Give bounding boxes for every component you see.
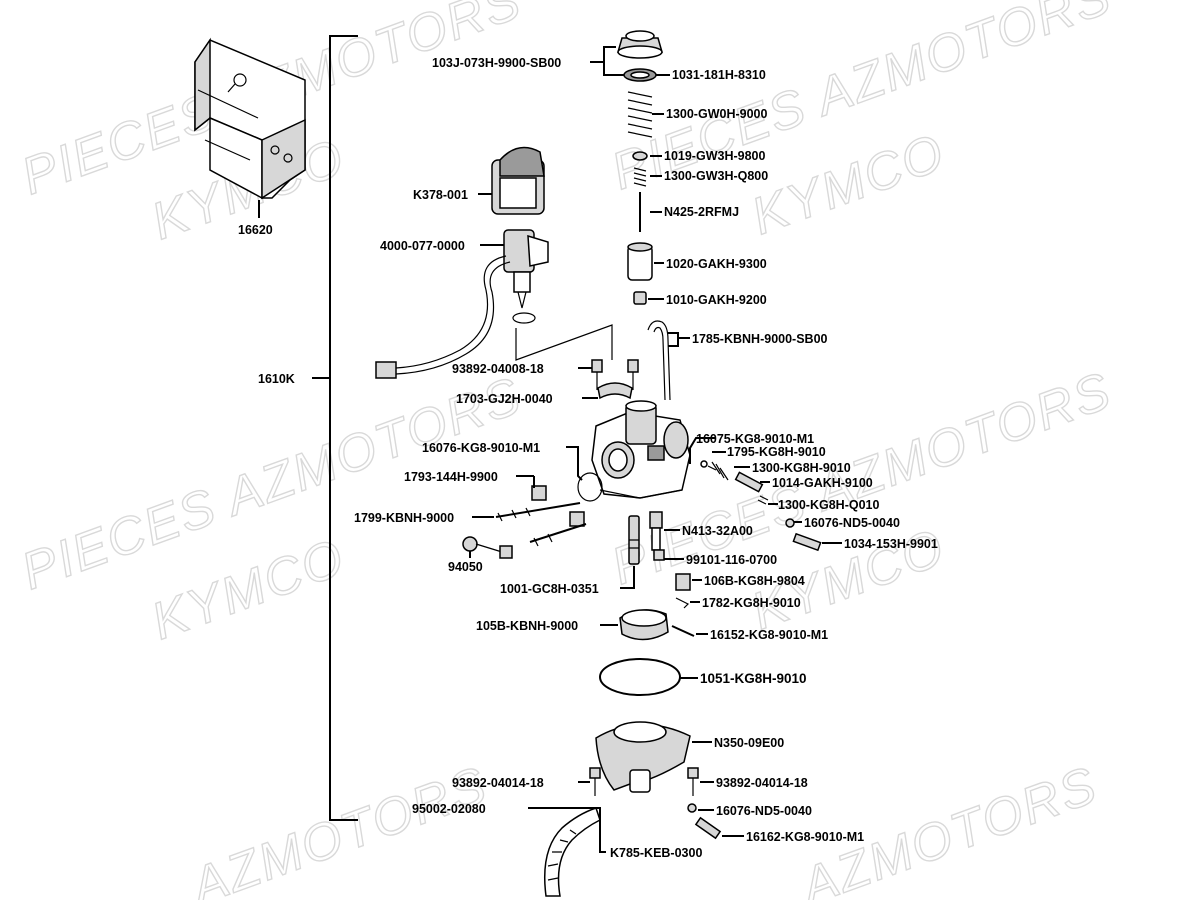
label-1010-gakh-9200: 1010-GAKH-9200 bbox=[666, 293, 767, 307]
label-k378-001: K378-001 bbox=[413, 188, 468, 202]
part-right-screws: 16075-KG8-9010-M1 1795-KG8H-9010 1300-KG… bbox=[689, 432, 938, 552]
label-93892-04008-18: 93892-04008-18 bbox=[452, 362, 544, 376]
label-1019-gw3h-9800: 1019-GW3H-9800 bbox=[664, 149, 765, 163]
watermark-text: AZMOTORS bbox=[791, 756, 1105, 900]
part-float: 105B-KBNH-9000 16152-KG8-9010-M1 bbox=[476, 609, 828, 642]
label-4000-077-0000: 4000-077-0000 bbox=[380, 239, 465, 253]
label-1795-kg8h-9010: 1795-KG8H-9010 bbox=[727, 445, 826, 459]
label-k785-keb-0300: K785-KEB-0300 bbox=[610, 846, 702, 860]
label-1300-kg8h-q010: 1300-KG8H-Q010 bbox=[778, 498, 879, 512]
part-carburetor-body: 16076-KG8-9010-M1 bbox=[422, 400, 691, 502]
label-16162-kg8-9010-m1: 16162-KG8-9010-M1 bbox=[746, 830, 864, 844]
label-16075-kg8-9010-m1: 16075-KG8-9010-M1 bbox=[696, 432, 814, 446]
label-1782-kg8h-9010: 1782-KG8H-9010 bbox=[702, 596, 801, 610]
label-1610k: 1610K bbox=[258, 372, 295, 386]
assembly-bracket: 1610K bbox=[258, 35, 358, 821]
label-1703-gj2h-0040: 1703-GJ2H-0040 bbox=[456, 392, 553, 406]
label-95002-02080: 95002-02080 bbox=[412, 802, 486, 816]
label-1793-144h-9900: 1793-144H-9900 bbox=[404, 470, 498, 484]
part-top-stack: 103J-073H-9900-SB00 1031-181H-8310 1300-… bbox=[432, 30, 768, 307]
label-105b-kbnh-9000: 105B-KBNH-9000 bbox=[476, 619, 578, 633]
label-16620: 16620 bbox=[238, 223, 273, 237]
label-n425-2rfmj: N425-2RFMJ bbox=[664, 205, 739, 219]
label-1300-gw3h-q800: 1300-GW3H-Q800 bbox=[664, 169, 768, 183]
watermark-layer: PIECES AZMOTORS KYMCO PIECES AZMOTORS KY… bbox=[14, 0, 1120, 900]
label-n350-09e00: N350-09E00 bbox=[714, 736, 784, 750]
part-gasket: 1051-KG8H-9010 bbox=[599, 658, 807, 696]
label-99101-116-0700: 99101-116-0700 bbox=[686, 553, 777, 567]
label-16076-kg8-9010-m1-left: 16076-KG8-9010-M1 bbox=[422, 441, 540, 455]
part-studs: 1793-144H-9900 1799-KBNH-9000 94050 bbox=[354, 470, 587, 574]
label-16076-nd5-0040-top: 16076-ND5-0040 bbox=[804, 516, 900, 530]
label-1031-181h-8310: 1031-181H-8310 bbox=[672, 68, 766, 82]
part-jets: 1001-GC8H-0351 N413-32A00 99101-116-0700… bbox=[500, 511, 805, 610]
watermark-text: AZMOTORS bbox=[181, 756, 495, 900]
label-16152-kg8-9010-m1: 16152-KG8-9010-M1 bbox=[710, 628, 828, 642]
label-1020-gakh-9300: 1020-GAKH-9300 bbox=[666, 257, 767, 271]
label-1001-gc8h-0351: 1001-GC8H-0351 bbox=[500, 582, 599, 596]
label-103j-073h-9900-sb00: 103J-073H-9900-SB00 bbox=[432, 56, 561, 70]
label-106b-kg8h-9804: 106B-KG8H-9804 bbox=[704, 574, 805, 588]
label-1300-kg8h-9010: 1300-KG8H-9010 bbox=[752, 461, 851, 475]
part-screws-clamp: 93892-04008-18 1703-GJ2H-0040 bbox=[452, 324, 639, 406]
part-drain: 16076-ND5-0040 16162-KG8-9010-M1 95002-0… bbox=[412, 802, 864, 897]
part-auto-choke: K378-001 4000-077-0000 bbox=[375, 146, 549, 379]
label-16076-nd5-0040-bottom: 16076-ND5-0040 bbox=[716, 804, 812, 818]
label-1785-kbnh-9000-sb00: 1785-KBNH-9000-SB00 bbox=[692, 332, 828, 346]
part-float-bowl: N350-09E00 93892-04014-18 93892-04014-18 bbox=[452, 721, 808, 796]
part-tube-1785: 1785-KBNH-9000-SB00 bbox=[647, 320, 828, 401]
label-93892-04014-18-right: 93892-04014-18 bbox=[716, 776, 808, 790]
label-93892-04014-18-left: 93892-04014-18 bbox=[452, 776, 544, 790]
part-cover-16620: 16620 bbox=[194, 37, 306, 237]
label-n413-32a00: N413-32A00 bbox=[682, 524, 753, 538]
label-1799-kbnh-9000: 1799-KBNH-9000 bbox=[354, 511, 454, 525]
label-1051-kg8h-9010: 1051-KG8H-9010 bbox=[700, 671, 807, 686]
label-1300-gw0h-9000: 1300-GW0H-9000 bbox=[666, 107, 767, 121]
label-1034-153h-9901: 1034-153H-9901 bbox=[844, 537, 938, 551]
label-94050: 94050 bbox=[448, 560, 483, 574]
label-1014-gakh-9100: 1014-GAKH-9100 bbox=[772, 476, 873, 490]
